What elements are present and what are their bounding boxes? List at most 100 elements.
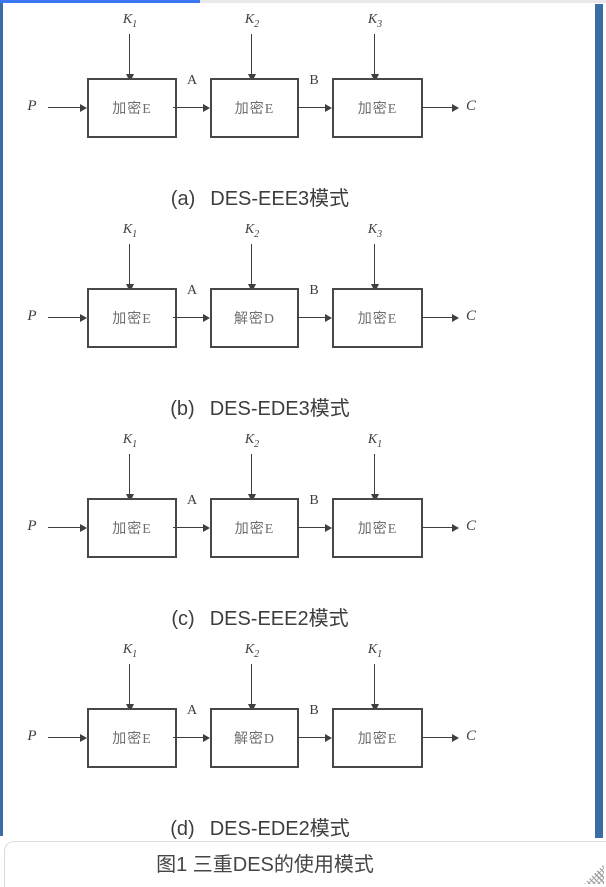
flow-arrow [297, 524, 332, 532]
intermediate-label-b: B [309, 283, 319, 298]
key-label: K2 [244, 12, 260, 30]
key-label: K1 [367, 432, 383, 450]
diagram-caption: (d) DES-EDE2模式 [0, 812, 520, 841]
key-label: K2 [244, 222, 260, 240]
input-label: P [27, 728, 37, 744]
diagram-caption-mode: DES-EEE3模式 [210, 188, 350, 210]
left-border [0, 3, 3, 836]
key-label: K2 [244, 432, 260, 450]
key-arrow [371, 244, 380, 292]
intermediate-label-a: A [186, 493, 198, 508]
des-mode-diagram: K1 K2 K1 P 加密E A 解密D B 加密E C (d)DES-EDE2… [0, 640, 606, 850]
intermediate-label-b: B [309, 493, 319, 508]
box-label: 加密E [357, 732, 398, 747]
box-label: 加密E [112, 522, 152, 537]
diagram-caption: (a) DES-EEE3模式 [0, 182, 520, 211]
flow-arrow [173, 734, 210, 742]
input-arrow [48, 104, 87, 112]
diagram-caption-index: (a) [170, 188, 196, 210]
diagram-caption-mode: DES-EDE2模式 [209, 818, 350, 840]
cipher-box: 加密E [87, 708, 177, 768]
box-label: 加密E [112, 312, 152, 327]
box-label: 加密E [234, 102, 275, 117]
box-label: 加密E [357, 312, 398, 327]
flow-arrow [173, 524, 210, 532]
key-label: K1 [367, 642, 383, 660]
des-mode-diagram: K1 K2 K1 P 加密E A 加密E B 加密E C (c) DES-EEE2… [0, 430, 606, 640]
box-label: 解密D [233, 312, 276, 327]
key-arrow [248, 454, 257, 502]
flow-arrow [297, 104, 332, 112]
des-mode-diagram: K1 K2 K3 P 加密E A 解密D B 加密E C (b)DES-EDE3… [0, 220, 606, 430]
input-label: P [27, 518, 37, 534]
output-arrow [421, 524, 459, 532]
key-arrow [126, 454, 135, 502]
input-label: P [27, 98, 37, 114]
diagram-caption-index: (c) [171, 608, 195, 630]
diagram-caption: (c) DES-EEE2模式 [0, 602, 520, 631]
key-arrow [126, 664, 135, 712]
key-arrow [126, 34, 135, 82]
diagram-caption-mode: DES-EDE3模式 [209, 398, 350, 420]
output-arrow [421, 314, 459, 322]
output-label: C [465, 98, 476, 114]
key-arrow [248, 664, 257, 712]
intermediate-label-a: A [186, 283, 198, 298]
intermediate-label-a: A [186, 73, 198, 88]
input-arrow [48, 524, 87, 532]
box-label: 加密E [112, 732, 152, 747]
key-label: K3 [367, 12, 383, 30]
key-label: K1 [122, 642, 138, 660]
output-arrow [421, 734, 459, 742]
output-label: C [465, 728, 476, 744]
box-label: 解密D [233, 732, 276, 747]
key-label: K3 [367, 222, 383, 240]
input-arrow [48, 314, 87, 322]
intermediate-label-a: A [186, 703, 198, 718]
box-label: 加密E [234, 522, 275, 537]
diagram-caption-index: (d) [170, 818, 195, 840]
box-label: 加密E [357, 522, 398, 537]
cipher-box: 加密E [210, 498, 299, 558]
flow-arrow [297, 734, 332, 742]
diagram-caption-index: (b) [170, 398, 195, 420]
output-label: C [465, 308, 476, 324]
cipher-box: 加密E [87, 498, 177, 558]
flow-arrow [173, 104, 210, 112]
cipher-box: 加密E [332, 78, 423, 138]
key-arrow [371, 454, 380, 502]
flow-arrow [173, 314, 210, 322]
intermediate-label-b: B [309, 73, 319, 88]
key-label: K1 [122, 432, 138, 450]
key-arrow [371, 664, 380, 712]
output-label: C [465, 518, 476, 534]
progress-bar-fill [0, 0, 200, 3]
key-label: K1 [122, 222, 138, 240]
bottom-panel [4, 841, 606, 887]
cipher-box: 解密D [210, 288, 299, 348]
figure-caption: 图1 三重DES的使用模式 [156, 854, 374, 876]
key-arrow [371, 34, 380, 82]
flow-arrow [297, 314, 332, 322]
des-mode-diagram: K1 K2 K3 P 加密E A 加密E B 加密E C (a) DES-EEE3… [0, 10, 606, 220]
cipher-box: 加密E [332, 288, 423, 348]
box-label: 加密E [112, 102, 152, 117]
cipher-box: 加密E [332, 498, 423, 558]
diagram-caption-mode: DES-EEE2模式 [209, 608, 349, 630]
cipher-box: 加密E [332, 708, 423, 768]
key-label: K2 [244, 642, 260, 660]
box-label: 加密E [357, 102, 398, 117]
diagram-caption: (b) DES-EDE3模式 [0, 392, 520, 421]
input-arrow [48, 734, 87, 742]
cipher-box: 加密E [210, 78, 299, 138]
key-label: K1 [122, 12, 138, 30]
key-arrow [126, 244, 135, 292]
key-arrow [248, 244, 257, 292]
key-arrow [248, 34, 257, 82]
cipher-box: 加密E [87, 288, 177, 348]
output-arrow [421, 104, 459, 112]
cipher-box: 加密E [87, 78, 177, 138]
diagram-stack: K1 K2 K3 P 加密E A 加密E B 加密E C (a) DES-EEE3… [0, 10, 606, 850]
vertical-scrollbar-thumb[interactable] [595, 4, 603, 838]
